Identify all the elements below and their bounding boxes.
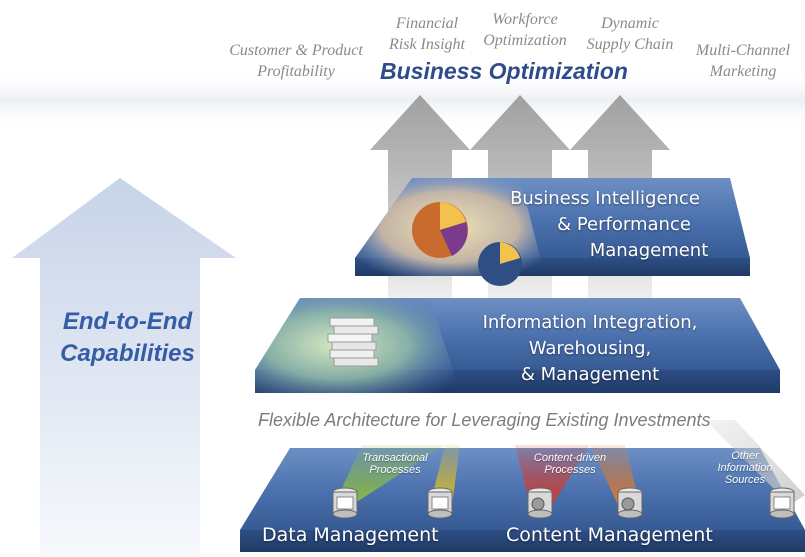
data-management-label: Data Management	[262, 524, 439, 546]
beam-label-transactional: Transactional Processes	[362, 452, 428, 476]
bi-layer	[355, 178, 750, 286]
label-financial-risk-insight: Financial Risk Insight	[389, 15, 465, 53]
label-customer-product-profitability: Customer & Product Profitability	[229, 42, 363, 80]
database-icons	[332, 487, 795, 519]
label-dynamic-supply-chain: Dynamic Supply Chain	[586, 15, 674, 53]
label-multi-channel-marketing: Multi-Channel Marketing	[695, 42, 791, 80]
end-to-end-capabilities: End-to-End Capabilities	[60, 308, 195, 367]
business-optimization-title: Business Optimization	[380, 58, 628, 84]
content-management-label: Content Management	[506, 524, 713, 546]
information-layer	[255, 298, 780, 393]
database-icon	[769, 487, 795, 519]
flexible-architecture-caption: Flexible Architecture for Leveraging Exi…	[258, 410, 711, 430]
bi-layer-label: Business Intelligence & Performance Mana…	[510, 188, 709, 261]
pie-chart-icon	[412, 202, 522, 286]
beam-gray	[705, 420, 805, 505]
beam-green	[334, 445, 445, 505]
beam-label-content-driven: Content-driven Processes	[533, 452, 607, 476]
database-icon	[332, 487, 358, 519]
end-to-end-arrow	[12, 178, 236, 557]
content-database-icon	[617, 487, 643, 519]
database-icon	[427, 487, 453, 519]
label-workforce-optimization: Workforce Optimization	[483, 11, 567, 49]
beam-label-other-sources: Other Information Sources	[717, 450, 773, 486]
info-layer-label: Information Integration, Warehousing, & …	[482, 312, 698, 385]
paper-stack-icon	[327, 317, 379, 367]
content-database-icon	[527, 487, 553, 519]
